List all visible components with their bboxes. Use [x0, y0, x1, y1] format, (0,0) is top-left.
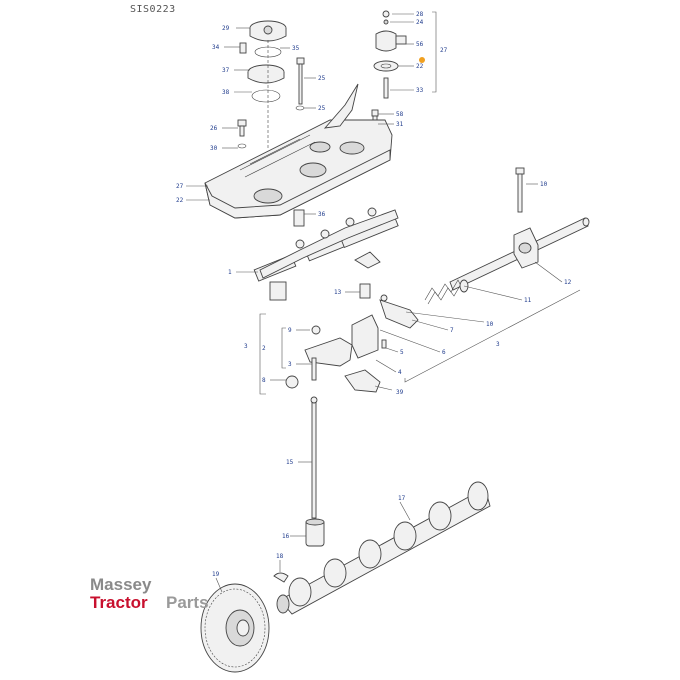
callout-36: 36	[318, 211, 326, 218]
rocker-arm-parts	[351, 283, 419, 359]
sleeve-36	[293, 209, 305, 227]
callout-3c: 3	[496, 341, 500, 348]
callout-56: 56	[416, 41, 424, 48]
callout-6: 6	[442, 349, 446, 356]
tappet-16	[305, 518, 325, 547]
cam-gear-19	[200, 583, 270, 673]
callout-27b: 27	[440, 47, 448, 54]
logo-line1: Massey	[90, 575, 152, 594]
leader-lines	[186, 11, 581, 593]
breather-assembly	[373, 10, 425, 99]
drawing-code: SIS0223	[130, 4, 176, 15]
callout-3b: 3	[244, 343, 248, 350]
callout-37: 37	[222, 67, 230, 74]
callout-28: 28	[416, 11, 424, 18]
camshaft-17	[276, 481, 491, 615]
callout-labels: 28 24 56 22 33 27 29 34 35 37 38 25 25 5…	[176, 11, 572, 578]
callout-15: 15	[286, 459, 294, 466]
callout-16: 16	[282, 533, 290, 540]
massey-tractor-parts-logo: Massey Tractor Parts	[90, 575, 209, 612]
callout-13: 13	[334, 289, 342, 296]
callout-6-side: 10	[486, 321, 494, 328]
callout-7: 7	[450, 327, 454, 334]
bolt-10	[515, 167, 525, 213]
callout-2: 2	[262, 345, 266, 352]
callout-24: 24	[416, 19, 424, 26]
callout-22: 22	[416, 63, 424, 70]
rocker-arm-left	[285, 325, 381, 393]
callout-12: 12	[564, 279, 572, 286]
cap-assembly-left	[239, 20, 287, 150]
callout-27: 27	[176, 183, 184, 190]
callout-8: 8	[262, 377, 266, 384]
callout-17: 17	[398, 495, 406, 502]
callout-58: 58	[396, 111, 404, 118]
logo-line2b: Parts	[166, 593, 209, 612]
callout-38: 38	[222, 89, 230, 96]
callout-29: 29	[222, 25, 230, 32]
callout-35: 35	[292, 45, 300, 52]
rocker-cover	[204, 83, 393, 219]
callout-18: 18	[276, 553, 284, 560]
callout-39: 39	[396, 389, 404, 396]
callout-25a: 25	[318, 75, 326, 82]
callout-10: 10	[540, 181, 548, 188]
callout-31: 31	[396, 121, 404, 128]
highlight-marker	[419, 57, 425, 63]
callout-33: 33	[416, 87, 424, 94]
logo-line2a: Tractor	[90, 593, 148, 612]
callout-4: 4	[398, 369, 402, 376]
callout-26: 26	[210, 125, 218, 132]
callout-25b: 25	[318, 105, 326, 112]
rocker-shaft-assembly	[253, 207, 399, 301]
callout-22b: 22	[176, 197, 184, 204]
callout-5: 5	[400, 349, 404, 356]
callout-11: 11	[524, 297, 532, 304]
callout-34: 34	[212, 44, 220, 51]
callout-1: 1	[228, 269, 232, 276]
bolt-25	[295, 57, 305, 111]
callout-3: 3	[288, 361, 292, 368]
callout-9: 9	[288, 327, 292, 334]
push-rod-15	[310, 396, 318, 519]
callout-19: 19	[212, 571, 220, 578]
callout-30: 30	[210, 145, 218, 152]
key-18	[273, 572, 289, 583]
spring-11	[424, 279, 469, 305]
rocker-shaft-12	[449, 217, 590, 291]
